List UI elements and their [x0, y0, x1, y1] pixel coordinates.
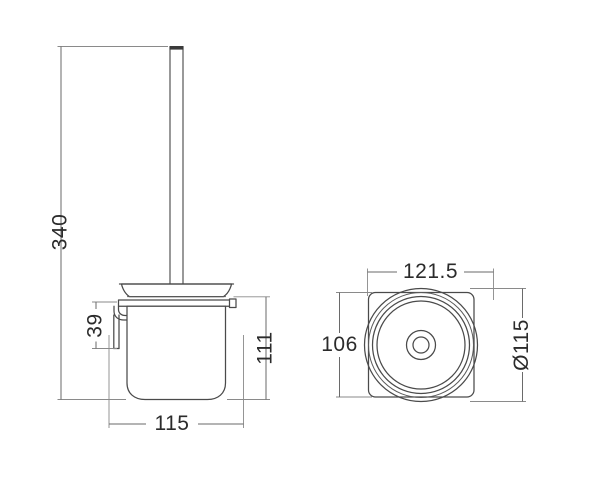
brush-lid-cover	[118, 283, 235, 298]
dimension-bracket-height-label: 39	[84, 313, 107, 337]
dimension-circle-diameter: Ø115	[470, 288, 533, 402]
glass-container-cup	[126, 305, 227, 401]
front-elevation-view	[113, 46, 237, 401]
dimension-plate-height-label: 106	[321, 333, 358, 356]
dimension-overall-height-label: 340	[49, 214, 72, 251]
dimension-container-width: 115	[108, 335, 244, 435]
dimension-plate-width: 121.5	[367, 260, 494, 300]
dimension-circle-diameter-label: Ø115	[510, 319, 533, 371]
brush-handle-rod	[169, 46, 184, 291]
dimension-plate-width-label: 121.5	[403, 260, 458, 283]
dimension-container-height-label: 111	[254, 331, 277, 364]
wall-bracket-holder	[113, 298, 237, 350]
center-hole	[405, 329, 437, 361]
dimension-container-height: 111	[227, 296, 277, 400]
plan-view-dimensions: 121.5 106 Ø115	[321, 260, 533, 402]
dimension-plate-height: 106	[321, 292, 372, 398]
front-view-dimensions: 340 39 111	[49, 46, 277, 435]
concentric-circles	[363, 287, 479, 403]
dimension-bracket-height: 39	[84, 301, 117, 349]
plan-top-view	[363, 287, 479, 403]
dimension-overall-height: 340	[49, 46, 168, 400]
dimension-container-width-label: 115	[155, 412, 190, 435]
